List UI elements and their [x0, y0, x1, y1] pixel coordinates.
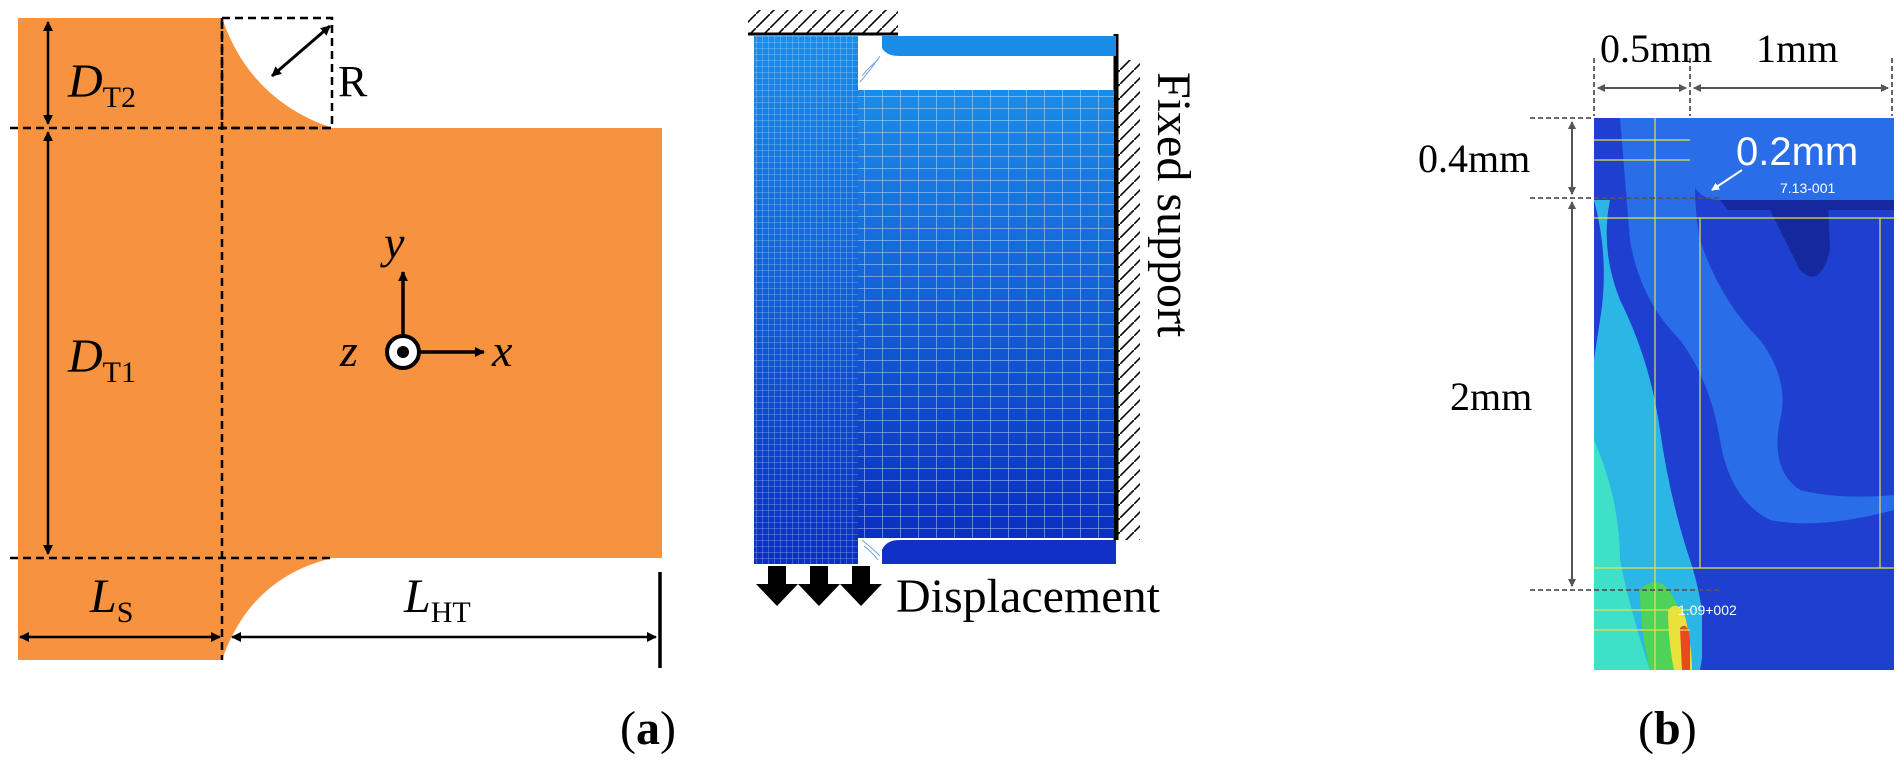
contour-notch-dark	[1720, 200, 1894, 210]
contour-min-label: 7.13-001	[1780, 180, 1835, 196]
axis-z-label: z	[339, 325, 358, 376]
mesh-top-notch-detail	[859, 55, 881, 83]
specimen-drawing: DT2 DT1 LS LHT R y x z	[10, 16, 662, 668]
contour-bottom-body	[1702, 590, 1894, 670]
displacement-label: Displacement	[896, 570, 1161, 623]
contour-notch-cut	[1690, 118, 1894, 200]
radius-arrow	[271, 24, 331, 78]
radius-label: R	[338, 57, 368, 106]
mesh-fine-grid	[754, 36, 858, 564]
mesh-main-grid	[858, 90, 1114, 538]
fe-mesh-model: Displacement Fixed support	[748, 10, 1200, 623]
height-main-label: 2mm	[1450, 374, 1532, 419]
caption-a: (a)	[620, 702, 676, 755]
displacement-arrow-3	[840, 566, 882, 606]
caption-b: (b)	[1638, 702, 1697, 755]
radius-dimension-label: 0.2mm	[1736, 130, 1858, 174]
width-left-label: 0.5mm	[1600, 26, 1712, 71]
axis-x-label: x	[491, 325, 513, 376]
fixed-support-label: Fixed support	[1147, 72, 1200, 338]
axis-y-label: y	[380, 217, 405, 268]
contour-bands	[1594, 118, 1894, 670]
mesh-bottom-notch	[858, 538, 880, 566]
radius-callout-arrow	[1711, 169, 1743, 191]
right-support-hatch	[1118, 60, 1140, 540]
contour-max-label: 1.09+002	[1678, 602, 1737, 618]
z-axis-dot	[397, 346, 409, 358]
displacement-arrow-2	[798, 566, 840, 606]
displacement-arrows	[756, 566, 882, 606]
mesh-bottom-notch-detail	[861, 539, 881, 561]
stress-contour: 7.13-001 1.09+002 0.2mm 0.5mm 1mm 0.4mm …	[1418, 26, 1894, 670]
coordinate-axes: y x z	[339, 217, 513, 376]
contour-band-mid	[1594, 118, 1894, 524]
contour-band-cyan	[1594, 440, 1650, 670]
mesh-top-notch	[858, 36, 882, 90]
top-support-hatch	[748, 10, 898, 34]
displacement-arrow-1	[756, 566, 798, 606]
dt2-label: DT2	[67, 55, 136, 114]
width-right-label: 1mm	[1756, 26, 1838, 71]
ls-label: LS	[89, 570, 133, 629]
mesh-bottom-strip	[882, 540, 1116, 564]
contour-band-light	[1594, 200, 1704, 670]
lht-label: LHT	[403, 570, 471, 629]
mesh-top-strip	[882, 36, 1116, 56]
height-top-label: 0.4mm	[1418, 136, 1530, 181]
contour-mesh-lines	[1594, 118, 1894, 670]
contour-band-red	[1680, 625, 1690, 670]
specimen-shape	[18, 18, 662, 660]
dt1-label: DT1	[67, 330, 136, 389]
